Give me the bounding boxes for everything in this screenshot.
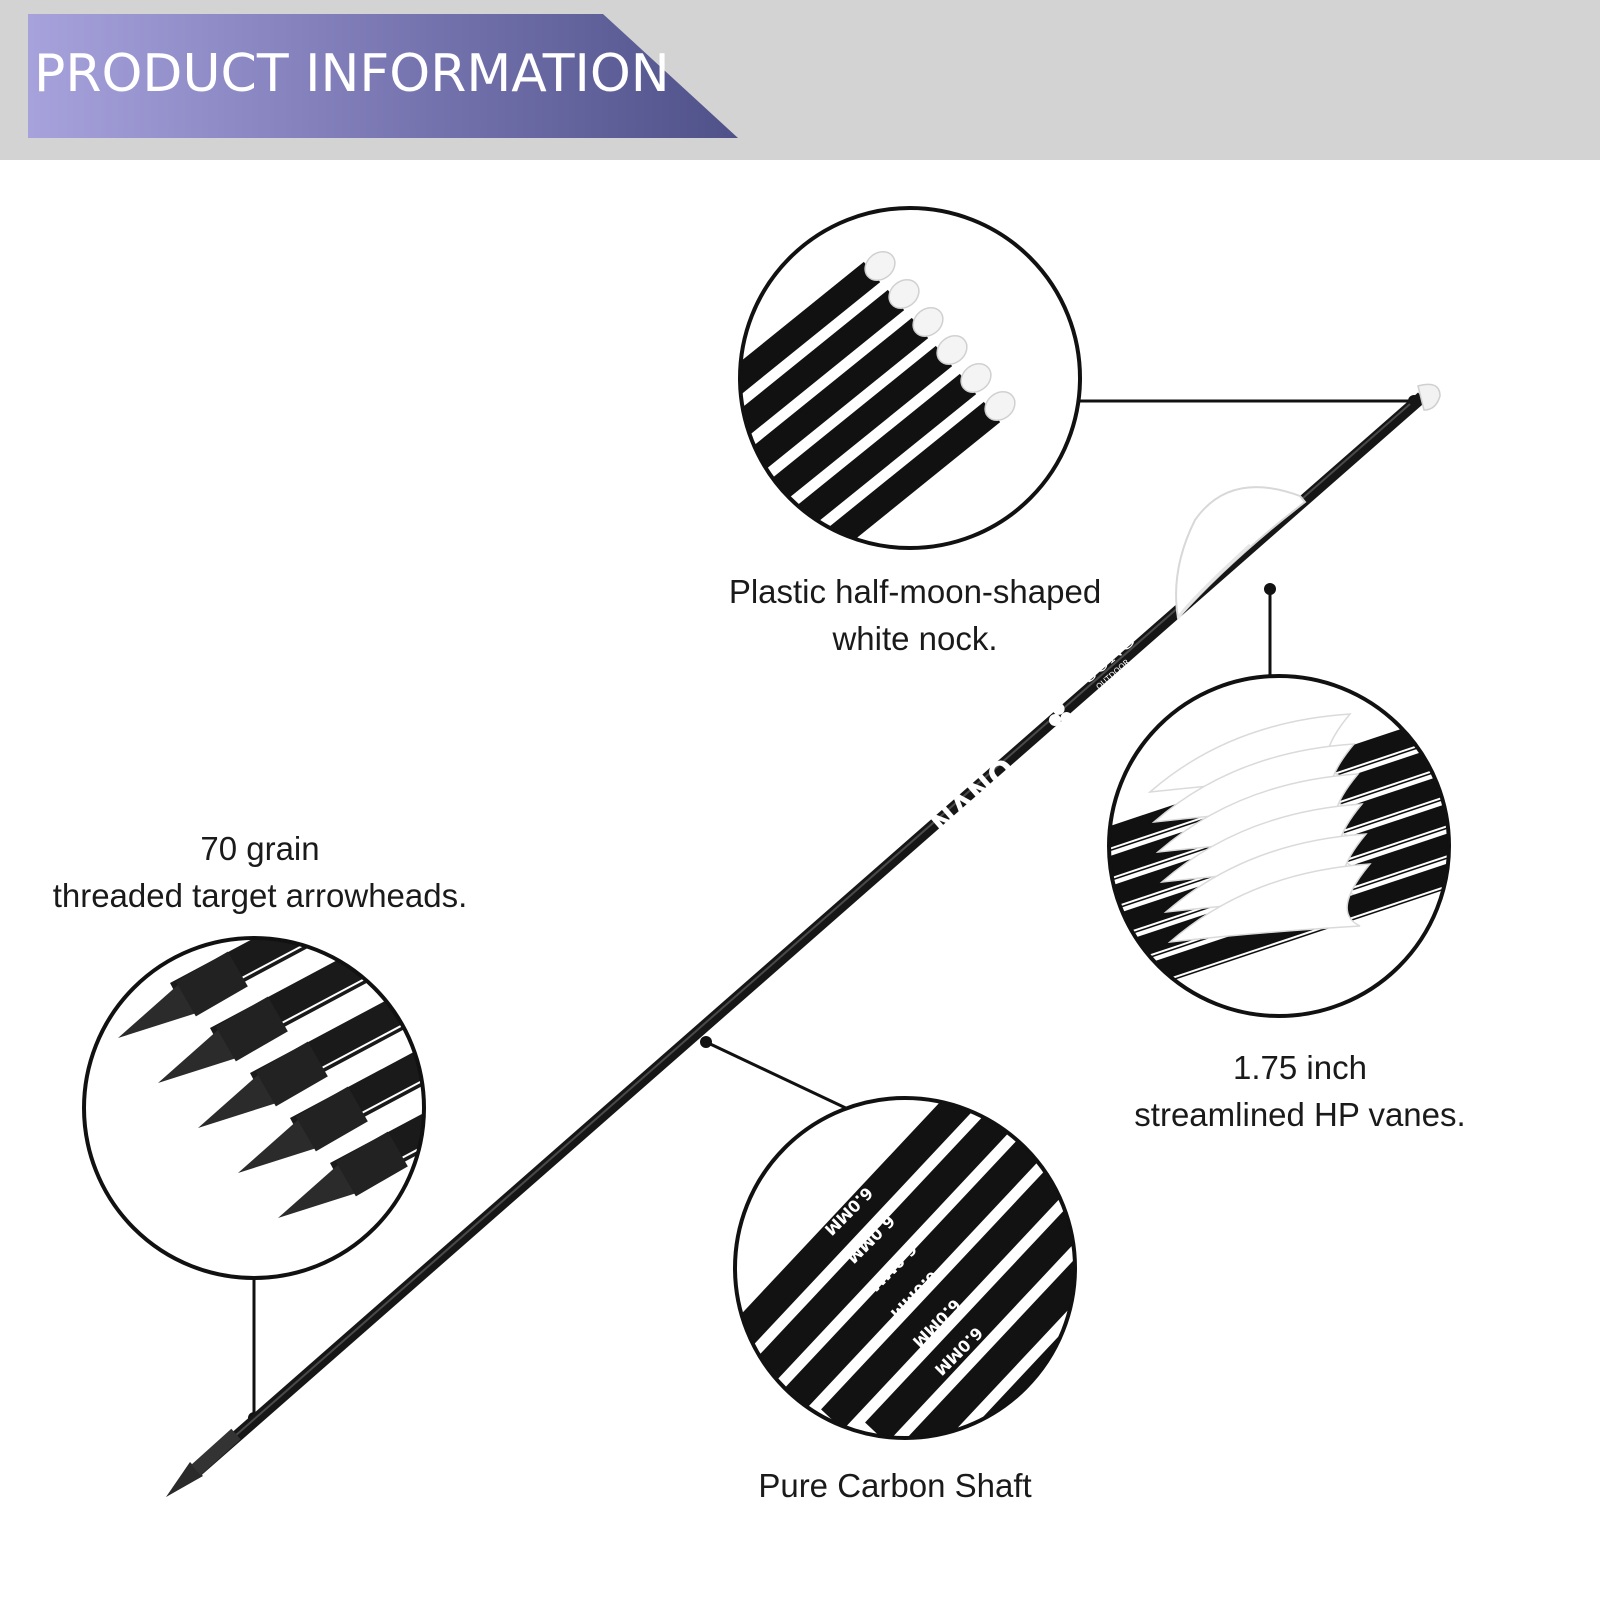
arrowhead-insert <box>255 1041 328 1107</box>
leader-line-shaft <box>705 1040 851 1112</box>
shaft-logo-icon <box>1049 702 1073 726</box>
nock-shaft <box>740 317 929 548</box>
nock-shaft <box>740 373 977 548</box>
carbon-shaft <box>865 1102 1075 1438</box>
nock-tip-icon <box>888 278 920 310</box>
nock-shaft <box>740 289 905 521</box>
carbon-shaft <box>735 1098 1011 1391</box>
detail-circle-nock <box>738 206 1082 550</box>
leader-lines <box>252 399 1414 1418</box>
nock-tip-icon <box>864 250 896 282</box>
carbon-shaft <box>821 1098 1075 1430</box>
callout-nock: Plastic half-moon-shaped white nock. <box>680 568 1150 662</box>
carbon-shaft-stripe <box>939 1129 1075 1438</box>
shaft-brand-text: NANO <box>925 752 1023 843</box>
leader-dot-shaft <box>700 1036 712 1048</box>
carbon-shaft-stripe <box>735 1098 1021 1385</box>
header-banner <box>28 14 738 138</box>
nock-tip-icon <box>960 362 992 394</box>
callout-nock-line1: Plastic half-moon-shaped <box>728 573 1102 610</box>
arrowhead-insert <box>175 951 248 1017</box>
nock-shaft-stripe <box>745 425 1003 548</box>
nock-shaft-stripe <box>740 397 979 548</box>
arrowhead-shaft-stripe <box>357 976 424 1116</box>
arrowhead-shaft-stripe <box>397 1021 424 1161</box>
carbon-shaft <box>909 1115 1075 1438</box>
arrowhead-shaft-stripe <box>317 938 424 1071</box>
callout-vanes-line1: 1.75 inch <box>1233 1049 1367 1086</box>
carbon-shaft <box>735 1098 1055 1404</box>
leader-dot-vanes <box>1264 583 1276 595</box>
arrowhead-insert <box>295 1086 368 1152</box>
arrowhead-collar <box>191 1428 241 1476</box>
nock-tip-icon <box>912 306 944 338</box>
callout-shaft: Pure Carbon Shaft <box>700 1462 1090 1509</box>
callout-arrowhead: 70 grain threaded target arrowheads. <box>20 825 500 919</box>
carbon-shaft-stripe <box>895 1116 1075 1438</box>
callout-vanes: 1.75 inch streamlined HP vanes. <box>1090 1044 1510 1138</box>
nock-shaft <box>740 401 1001 548</box>
callout-vanes-line2: streamlined HP vanes. <box>1134 1096 1466 1133</box>
arrow-nock <box>1417 383 1441 411</box>
page-title: PRODUCT INFORMATION <box>34 44 670 104</box>
nock-shaft-stripe <box>740 285 883 501</box>
arrowhead-insert <box>215 996 288 1062</box>
carbon-shaft-stripe <box>851 1102 1075 1425</box>
callout-shaft-line1: Pure Carbon Shaft <box>758 1467 1032 1504</box>
nock-shaft <box>740 345 953 548</box>
callout-arrowhead-line2: threaded target arrowheads. <box>52 877 468 914</box>
arrow-vane-shadow <box>1176 543 1252 619</box>
arrowhead-shaft-stripe <box>237 938 424 981</box>
callout-nock-line2: white nock. <box>832 620 998 657</box>
nock-shaft-stripe <box>740 369 955 548</box>
nock-tip-icon <box>984 390 1016 422</box>
vane-icon <box>1167 863 1372 944</box>
detail-circle-vanes <box>1107 674 1451 1018</box>
arrowhead-insert <box>335 1131 408 1197</box>
nock-shaft-group <box>740 250 1016 548</box>
nock-tip-icon <box>936 334 968 366</box>
nock-shaft-stripe <box>740 313 907 529</box>
nock-shaft-stripe <box>740 341 931 548</box>
arrow-point-body <box>166 1462 203 1497</box>
callout-arrowhead-line1: 70 grain <box>200 830 320 867</box>
